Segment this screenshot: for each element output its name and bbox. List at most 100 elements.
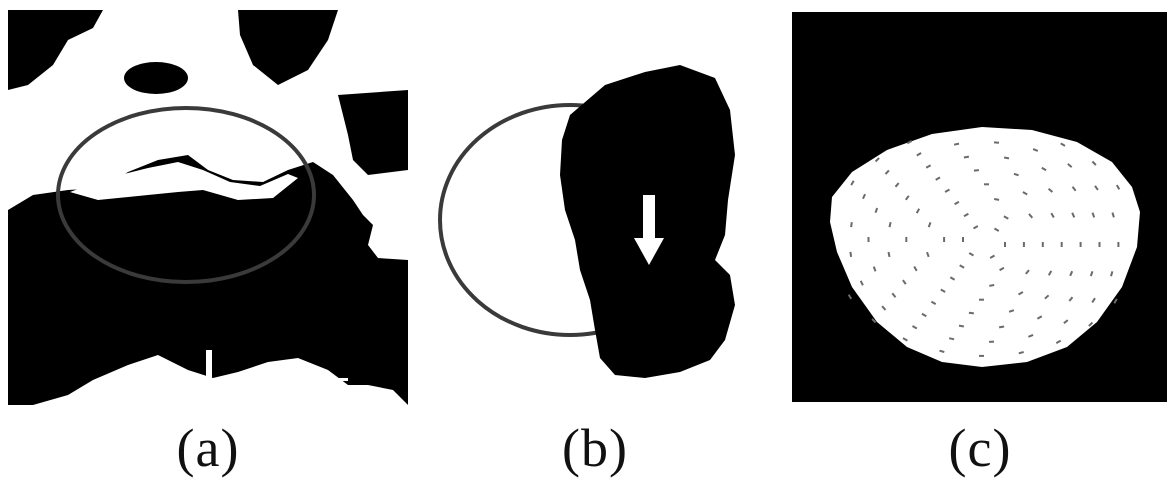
vector-mark bbox=[948, 337, 955, 341]
vector-mark bbox=[862, 193, 866, 200]
vector-mark bbox=[1047, 187, 1054, 193]
vector-mark bbox=[1068, 296, 1074, 302]
vector-mark bbox=[902, 279, 907, 285]
vector-mark bbox=[968, 311, 975, 315]
vector-mark bbox=[963, 212, 969, 218]
vector-mark bbox=[949, 276, 956, 281]
down-arrow-icon bbox=[634, 195, 664, 265]
vector-mark bbox=[973, 169, 979, 172]
vector-mark bbox=[1041, 166, 1047, 172]
vector-mark bbox=[849, 251, 853, 258]
vector-mark bbox=[1013, 172, 1019, 177]
dark-region-oval bbox=[124, 62, 188, 94]
vector-mark bbox=[1003, 156, 1010, 160]
vector-mark bbox=[989, 284, 995, 287]
vector-mark bbox=[1060, 142, 1066, 147]
vector-mark bbox=[968, 252, 975, 257]
vector-mark bbox=[894, 182, 900, 188]
vector-mark bbox=[925, 164, 932, 169]
vector-mark bbox=[881, 305, 887, 311]
vector-mark bbox=[915, 208, 921, 214]
vector-mark bbox=[1115, 184, 1121, 190]
panel-b bbox=[430, 60, 760, 405]
vector-mark bbox=[993, 227, 1000, 232]
caption-b: (b) bbox=[562, 418, 628, 478]
caption-c: (c) bbox=[948, 418, 1012, 478]
panel-a bbox=[8, 10, 408, 405]
vector-mark bbox=[911, 325, 918, 330]
vector-mark bbox=[1022, 191, 1028, 196]
vector-mark bbox=[935, 176, 941, 181]
bright-region-bowl bbox=[830, 127, 1140, 367]
vector-mark bbox=[913, 266, 918, 272]
vector-mark bbox=[940, 288, 946, 293]
vector-mark bbox=[1063, 319, 1069, 324]
vector-mark bbox=[1069, 270, 1074, 277]
vector-mark bbox=[1091, 212, 1096, 218]
vector-mark bbox=[887, 251, 891, 258]
vector-mark bbox=[847, 294, 853, 300]
vector-mark bbox=[1071, 212, 1076, 218]
vector-mark bbox=[1110, 271, 1114, 277]
vector-mark bbox=[989, 254, 996, 259]
panel-a-image bbox=[8, 10, 408, 405]
panel-c bbox=[792, 12, 1167, 402]
vector-mark bbox=[959, 264, 965, 269]
dark-region-top-middle bbox=[238, 10, 338, 85]
vector-mark bbox=[1018, 291, 1024, 296]
vector-mark bbox=[1091, 297, 1096, 303]
vector-mark bbox=[921, 312, 927, 318]
vector-mark bbox=[872, 266, 877, 272]
dark-region-right bbox=[338, 90, 408, 175]
vector-mark bbox=[1025, 269, 1030, 275]
vector-mark bbox=[1055, 339, 1062, 344]
ring-outline bbox=[56, 106, 316, 284]
vector-mark bbox=[930, 300, 937, 305]
vector-mark bbox=[1047, 270, 1053, 276]
panel-c-image bbox=[792, 12, 1167, 402]
vector-mark bbox=[994, 198, 1000, 201]
vector-mark bbox=[1094, 185, 1099, 191]
vector-mark bbox=[1032, 148, 1039, 152]
vector-mark bbox=[1089, 270, 1094, 277]
vector-mark bbox=[1050, 212, 1055, 218]
dark-region-top-left bbox=[8, 10, 103, 90]
vector-mark bbox=[850, 222, 853, 228]
vector-mark bbox=[944, 188, 950, 193]
vector-mark bbox=[1091, 160, 1097, 166]
vector-mark bbox=[1113, 298, 1118, 304]
vector-mark bbox=[999, 266, 1005, 272]
panel-b-image bbox=[430, 60, 760, 405]
vector-mark bbox=[874, 157, 880, 163]
vector-mark bbox=[859, 280, 864, 286]
vector-mark bbox=[954, 200, 960, 206]
caption-a: (a) bbox=[176, 418, 240, 478]
vector-mark bbox=[1028, 333, 1034, 338]
vector-mark bbox=[939, 349, 945, 353]
vector-mark bbox=[953, 142, 960, 146]
vector-mark bbox=[998, 325, 1005, 329]
vector-mark bbox=[888, 221, 892, 228]
vector-mark bbox=[902, 337, 908, 342]
vector-mark bbox=[1008, 309, 1015, 313]
vector-mark bbox=[1044, 294, 1050, 300]
vector-mark bbox=[916, 152, 922, 157]
vector-mark bbox=[850, 180, 855, 186]
vector-mark bbox=[1003, 215, 1009, 220]
vector-mark bbox=[1018, 351, 1024, 355]
vector-mark bbox=[1071, 186, 1077, 192]
vector-mark bbox=[884, 169, 890, 175]
vector-mark bbox=[905, 195, 910, 201]
vector-mark bbox=[874, 207, 879, 214]
vector-mark bbox=[1088, 321, 1094, 327]
vector-mark bbox=[906, 140, 913, 145]
vector-mark bbox=[1067, 163, 1073, 168]
vector-mark bbox=[926, 251, 930, 258]
vector-mark bbox=[958, 324, 965, 328]
vector-mark bbox=[871, 318, 877, 324]
vector-mark bbox=[1036, 315, 1043, 320]
vector-mark bbox=[1111, 212, 1115, 218]
vector-field bbox=[847, 140, 1121, 357]
vector-mark bbox=[891, 292, 897, 298]
